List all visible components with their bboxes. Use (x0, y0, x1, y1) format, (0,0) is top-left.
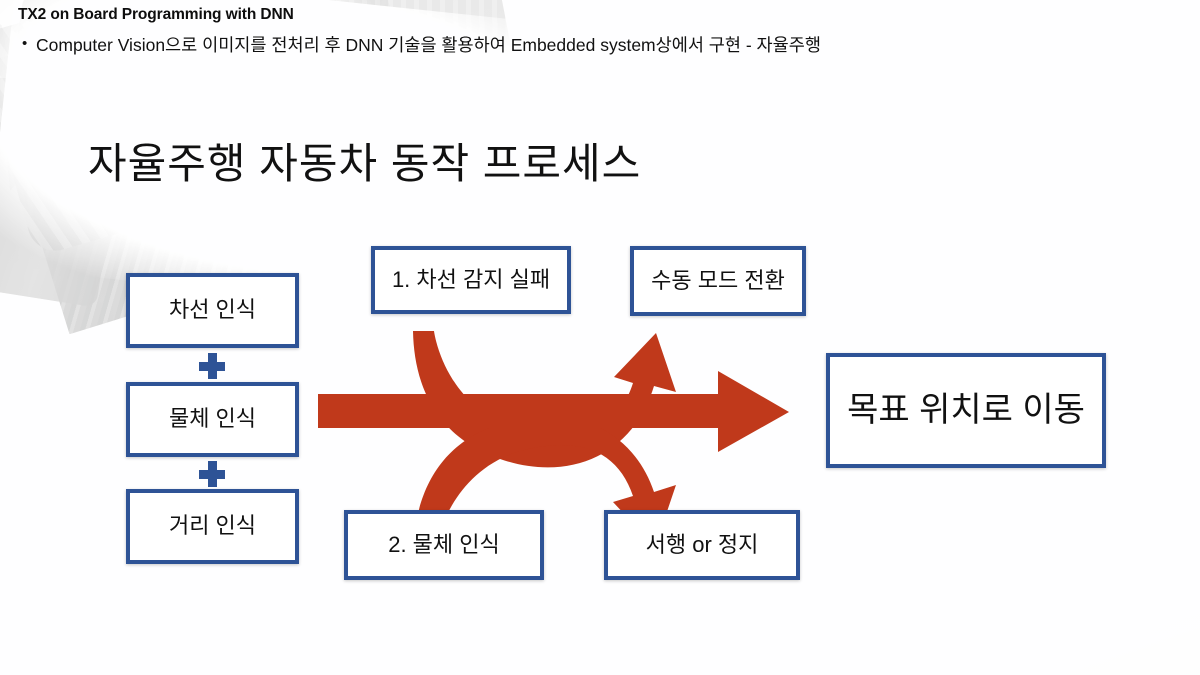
condition-box-lane-detection-failure[interactable]: 1. 차선 감지 실패 (371, 246, 571, 314)
plus-icon (199, 353, 225, 379)
result-box-manual-mode-switch[interactable]: 수동 모드 전환 (630, 246, 806, 316)
object-branch-arrow (413, 416, 676, 555)
result-box-label: 수동 모드 전환 (651, 267, 785, 293)
result-box-label: 서행 or 정지 (645, 531, 759, 557)
plus-icon (199, 461, 225, 487)
bullet-row: • Computer Vision으로 이미지를 전처리 후 DNN 기술을 활… (18, 35, 1148, 57)
input-box-object-recognition[interactable]: 물체 인식 (126, 382, 299, 457)
outcome-box-move-to-target[interactable]: 목표 위치로 이동 (826, 353, 1106, 468)
outcome-box-label: 목표 위치로 이동 (847, 390, 1085, 429)
input-box-lane-recognition[interactable]: 차선 인식 (126, 273, 299, 348)
header-text-block: TX2 on Board Programming with DNN • Comp… (18, 6, 1148, 56)
condition-box-label: 1. 차선 감지 실패 (391, 266, 551, 292)
input-box-label: 거리 인식 (168, 513, 257, 539)
input-box-label: 물체 인식 (168, 406, 257, 432)
condition-box-label: 2. 물체 인식 (388, 531, 500, 557)
header-overlay (0, 0, 1200, 78)
main-forward-arrow (318, 371, 789, 452)
condition-box-object-recognition[interactable]: 2. 물체 인식 (344, 510, 544, 580)
bullet-marker-icon: • (22, 34, 28, 52)
result-box-slow-or-stop[interactable]: 서행 or 정지 (604, 510, 800, 580)
process-heading: 자율주행 자동차 동작 프로세스 (88, 140, 642, 187)
page-title: TX2 on Board Programming with DNN (18, 6, 294, 23)
bullet-text: Computer Vision으로 이미지를 전처리 후 DNN 기술을 활용하… (36, 34, 821, 55)
input-box-label: 차선 인식 (168, 297, 257, 323)
input-box-distance-recognition[interactable]: 거리 인식 (126, 489, 299, 564)
